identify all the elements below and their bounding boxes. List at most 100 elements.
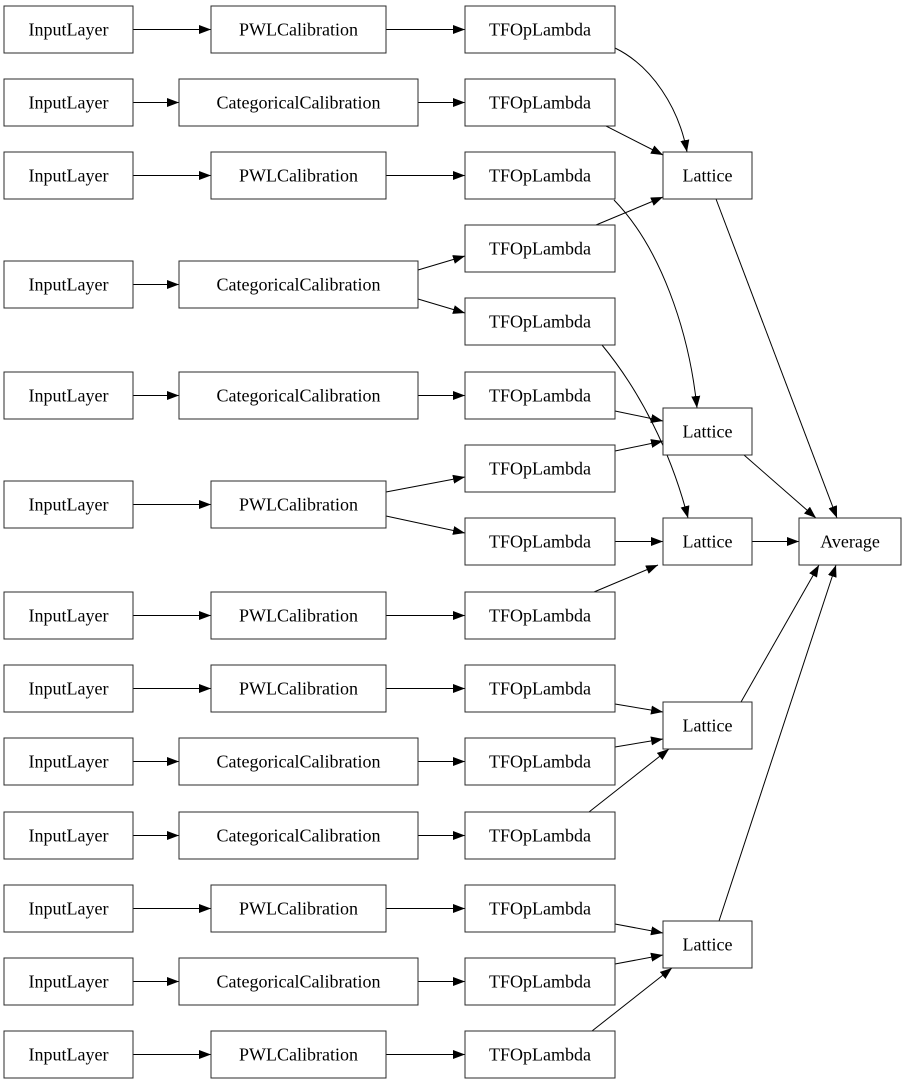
node-box-input-1 <box>3 5 134 54</box>
node-box-lambda-1 <box>464 5 616 54</box>
node-input-11: InputLayer <box>3 884 134 933</box>
edge-lambda-4a-to-lattice-1 <box>595 196 664 226</box>
edge-pwl-6-to-lambda-6a <box>385 474 466 493</box>
node-lambda-4a: TFOpLambda <box>464 224 616 273</box>
node-label-cat-2: CategoricalCalibration <box>217 93 381 113</box>
node-box-average <box>798 517 902 566</box>
node-box-lambda-6a <box>464 444 616 493</box>
node-box-lambda-11 <box>464 884 616 933</box>
node-label-lambda-6a: TFOpLambda <box>489 459 591 479</box>
node-box-pwl-8 <box>210 664 387 713</box>
node-label-lambda-6b: TFOpLambda <box>489 532 591 552</box>
node-label-input-2: InputLayer <box>29 93 109 113</box>
node-label-cat-9: CategoricalCalibration <box>217 752 381 772</box>
node-input-7: InputLayer <box>3 591 134 640</box>
node-cat-9: CategoricalCalibration <box>178 737 419 786</box>
node-box-cat-4 <box>178 260 419 309</box>
node-input-5: InputLayer <box>3 371 134 420</box>
node-lambda-9: TFOpLambda <box>464 737 616 786</box>
edge-lambda-7-to-lattice-3 <box>593 564 659 593</box>
node-label-pwl-6: PWLCalibration <box>239 495 358 515</box>
node-box-input-4 <box>3 260 134 309</box>
node-label-lambda-3: TFOpLambda <box>489 166 591 186</box>
node-input-13: InputLayer <box>3 1030 134 1079</box>
node-box-lambda-7 <box>464 591 616 640</box>
node-lambda-4b: TFOpLambda <box>464 297 616 346</box>
node-box-cat-12 <box>178 957 419 1006</box>
node-pwl-7: PWLCalibration <box>210 591 387 640</box>
edge-cat-4-to-lambda-4b <box>417 298 466 314</box>
edge-lattice-4-to-average <box>740 564 820 703</box>
node-box-lattice-2 <box>662 407 753 456</box>
edge-lambda-10-to-lattice-4 <box>588 748 670 813</box>
node-box-cat-2 <box>178 78 419 127</box>
node-label-lattice-2: Lattice <box>683 422 733 442</box>
edge-lambda-6a-to-lattice-2 <box>614 439 664 452</box>
node-cat-4: CategoricalCalibration <box>178 260 419 309</box>
node-label-lambda-4a: TFOpLambda <box>489 239 591 259</box>
node-box-lambda-4b <box>464 297 616 346</box>
edge-lambda-8-to-lattice-4 <box>614 703 664 715</box>
node-label-lattice-4: Lattice <box>683 716 733 736</box>
edge-lambda-13-to-lattice-5 <box>591 967 673 1032</box>
node-box-pwl-7 <box>210 591 387 640</box>
node-box-lattice-3 <box>662 517 753 566</box>
edge-lambda-2-to-lattice-1 <box>605 125 664 156</box>
edge-lattice-5-to-average <box>718 564 837 922</box>
node-cat-10: CategoricalCalibration <box>178 811 419 860</box>
node-cat-2: CategoricalCalibration <box>178 78 419 127</box>
node-box-lambda-6b <box>464 517 616 566</box>
node-input-4: InputLayer <box>3 260 134 309</box>
node-label-input-9: InputLayer <box>29 752 109 772</box>
node-pwl-3: PWLCalibration <box>210 151 387 200</box>
node-box-input-5 <box>3 371 134 420</box>
node-label-input-4: InputLayer <box>29 275 109 295</box>
edge-lambda-4b-to-lattice-3 <box>601 344 690 519</box>
edge-lambda-5-to-lattice-2 <box>614 410 664 423</box>
node-label-input-3: InputLayer <box>29 166 109 186</box>
node-box-lattice-5 <box>662 920 753 969</box>
node-cat-5: CategoricalCalibration <box>178 371 419 420</box>
node-box-input-13 <box>3 1030 134 1079</box>
node-box-input-11 <box>3 884 134 933</box>
node-label-input-5: InputLayer <box>29 386 109 406</box>
node-lambda-10: TFOpLambda <box>464 811 616 860</box>
node-lambda-12: TFOpLambda <box>464 957 616 1006</box>
node-input-6: InputLayer <box>3 480 134 529</box>
node-label-lambda-12: TFOpLambda <box>489 972 591 992</box>
node-label-input-7: InputLayer <box>29 606 109 626</box>
edge-lattice-1-to-average <box>715 198 838 519</box>
node-label-lambda-4b: TFOpLambda <box>489 312 591 332</box>
node-label-input-12: InputLayer <box>29 972 109 992</box>
edges-layer <box>133 25 838 1059</box>
node-lambda-11: TFOpLambda <box>464 884 616 933</box>
node-label-pwl-7: PWLCalibration <box>239 606 358 626</box>
node-lambda-5: TFOpLambda <box>464 371 616 420</box>
node-label-average: Average <box>820 532 880 552</box>
node-box-pwl-13 <box>210 1030 387 1079</box>
node-box-cat-10 <box>178 811 419 860</box>
node-lambda-8: TFOpLambda <box>464 664 616 713</box>
node-label-lambda-13: TFOpLambda <box>489 1045 591 1065</box>
node-lambda-13: TFOpLambda <box>464 1030 616 1079</box>
node-pwl-11: PWLCalibration <box>210 884 387 933</box>
node-box-lattice-4 <box>662 701 753 750</box>
node-lattice-2: Lattice <box>662 407 753 456</box>
edge-lambda-9-to-lattice-4 <box>614 736 664 748</box>
node-box-lattice-1 <box>662 151 753 200</box>
node-input-10: InputLayer <box>3 811 134 860</box>
edge-lambda-12-to-lattice-5 <box>614 952 664 965</box>
node-label-input-11: InputLayer <box>29 899 109 919</box>
node-label-input-6: InputLayer <box>29 495 109 515</box>
node-cat-12: CategoricalCalibration <box>178 957 419 1006</box>
node-box-input-3 <box>3 151 134 200</box>
node-input-9: InputLayer <box>3 737 134 786</box>
node-pwl-6: PWLCalibration <box>210 480 387 529</box>
node-pwl-8: PWLCalibration <box>210 664 387 713</box>
node-label-cat-4: CategoricalCalibration <box>217 275 381 295</box>
edge-pwl-6-to-lambda-6b <box>385 515 466 535</box>
node-label-pwl-11: PWLCalibration <box>239 899 358 919</box>
node-input-2: InputLayer <box>3 78 134 127</box>
